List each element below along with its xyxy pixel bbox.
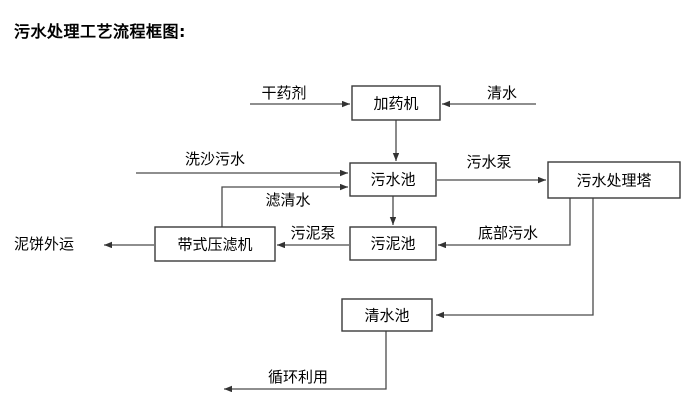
terminal-label-mud-cake-out: 泥饼外运 — [14, 235, 74, 253]
node-clear-water-pool-label: 清水池 — [364, 307, 409, 325]
node-sludge-pool-rect[interactable] — [349, 226, 437, 261]
node-belt-filter-press-rect[interactable] — [154, 226, 276, 262]
page-title: 污水处理工艺流程框图: — [14, 22, 186, 41]
node-sewage-treatment-tower[interactable]: 污水处理塔 — [547, 161, 681, 199]
node-sludge-pool[interactable]: 污泥池 — [349, 226, 437, 261]
edge-label-sewage-pump: 污水泵 — [466, 153, 511, 171]
edge-sludge-pump: 污泥泵 — [277, 224, 349, 249]
node-belt-filter-press[interactable]: 带式压滤机 — [154, 226, 276, 262]
edge-tower-to-clear-pool — [436, 198, 594, 319]
edge-label-recycle: 循环利用 — [268, 368, 328, 386]
edge-bottom-sewage: 底部污水 — [438, 198, 571, 249]
node-belt-filter-press-label: 带式压滤机 — [177, 236, 252, 254]
node-sludge-pool-label: 污泥池 — [370, 235, 415, 253]
node-dosing-machine-rect[interactable] — [351, 85, 441, 121]
edge-filtrate: 滤清水 — [221, 183, 348, 227]
node-sewage-pool-rect[interactable] — [349, 162, 437, 197]
edge-label-bottom-sewage: 底部污水 — [478, 224, 538, 242]
edge-label-sludge-pump: 污泥泵 — [290, 224, 335, 242]
node-sewage-treatment-tower-rect[interactable] — [547, 161, 681, 199]
node-dosing-machine[interactable]: 加药机 — [351, 85, 441, 121]
node-sewage-treatment-tower-label: 污水处理塔 — [576, 172, 651, 190]
node-clear-water-pool[interactable]: 清水池 — [341, 298, 433, 332]
node-sewage-pool[interactable]: 污水池 — [349, 162, 437, 197]
edge-label-dry-agent: 干药剂 — [261, 84, 306, 102]
node-sewage-pool-label: 污水池 — [370, 171, 415, 189]
edge-label-clean-water: 清水 — [487, 84, 517, 102]
edge-dry-agent: 干药剂 — [250, 84, 350, 108]
edge-label-wash-sand-water: 洗沙污水 — [185, 150, 245, 168]
edge-wash-sand-water: 洗沙污水 — [136, 150, 348, 177]
edge-recycle: 循环利用 — [224, 331, 387, 393]
edge-clean-water: 清水 — [442, 84, 536, 108]
edge-sewage-pump: 污水泵 — [437, 153, 546, 184]
node-clear-water-pool-rect[interactable] — [341, 298, 433, 332]
node-dosing-machine-label: 加药机 — [373, 95, 418, 113]
edge-label-filtrate: 滤清水 — [265, 191, 310, 209]
